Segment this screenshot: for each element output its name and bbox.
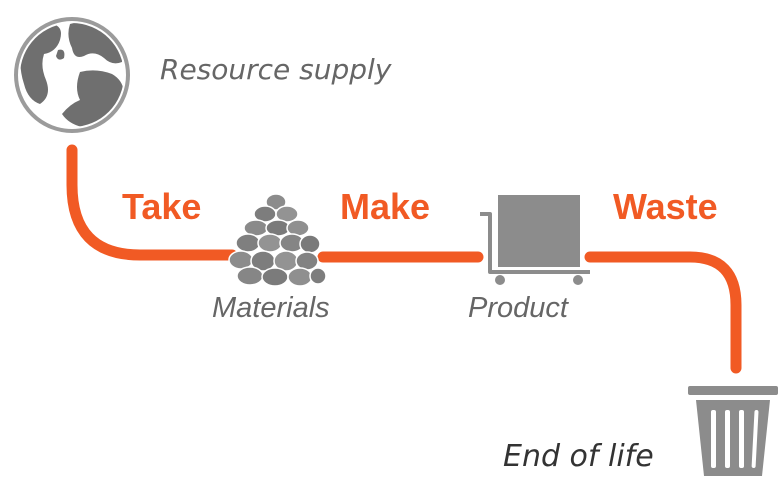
trash-can-icon bbox=[688, 386, 778, 476]
end-of-life-label: End of life bbox=[503, 439, 654, 474]
take-connector bbox=[66, 144, 238, 261]
waste-connector bbox=[584, 251, 742, 374]
flow-connectors bbox=[66, 144, 742, 374]
rock-pile-icon bbox=[228, 193, 327, 287]
waste-label: Waste bbox=[613, 186, 718, 227]
globe-icon bbox=[14, 17, 130, 133]
cart-box-icon bbox=[480, 195, 590, 285]
make-label: Make bbox=[340, 186, 431, 227]
product-label: Product bbox=[468, 292, 568, 324]
take-label: Take bbox=[122, 186, 202, 227]
resource-supply-label: Resource supply bbox=[160, 53, 392, 86]
materials-label: Materials bbox=[212, 292, 330, 324]
